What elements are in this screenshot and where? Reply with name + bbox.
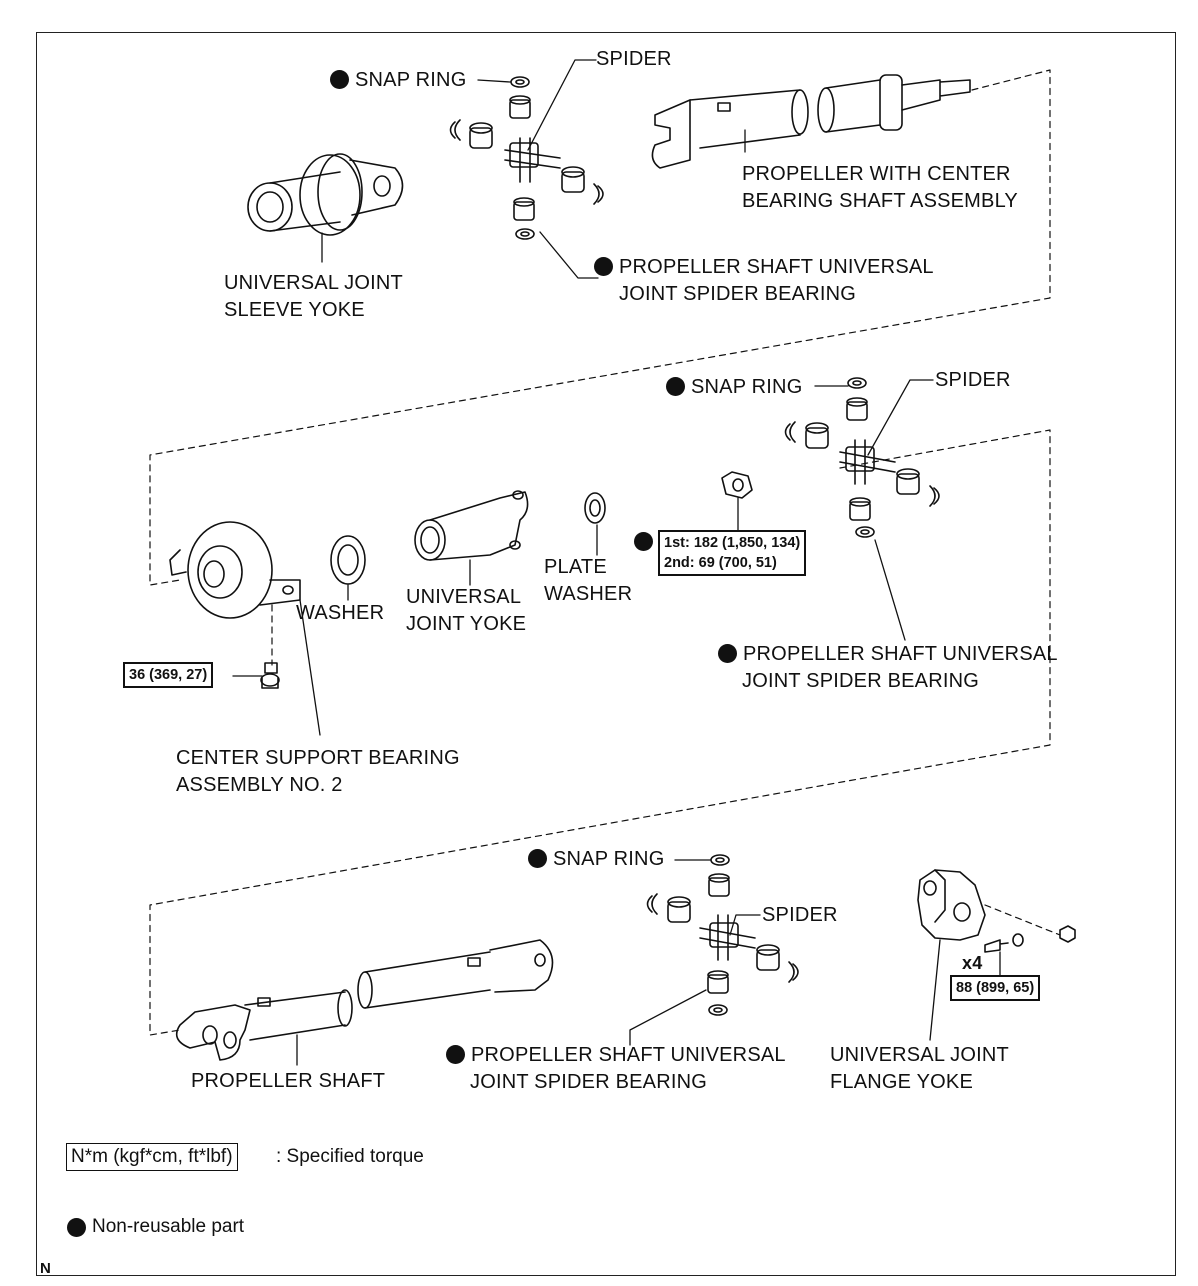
spider-label-top: SPIDER <box>596 48 672 70</box>
flange-bolt-nut-parts <box>984 925 1076 953</box>
plate-washer-part <box>584 492 606 524</box>
legend-nonreusable-marker <box>67 1218 86 1237</box>
snap-ring-label-bottom: SNAP RING <box>528 846 664 873</box>
nonreusable-marker <box>446 1045 465 1064</box>
center-support-label-2: ASSEMBLY NO. 2 <box>176 774 343 796</box>
top-spider-group <box>449 76 604 240</box>
diagram-frame <box>36 32 1176 1276</box>
nut-torque-2nd: 2nd: 69 (700, 51) <box>664 555 777 571</box>
nut-torque-1st: 1st: 182 (1,850, 134) <box>664 535 801 551</box>
spider-bearing-label-bottom-2: JOINT SPIDER BEARING <box>470 1071 708 1093</box>
leader-lines <box>232 59 1001 1066</box>
nut-torque-box: 1st: 182 (1,850, 134) 2nd: 69 (700, 51) <box>658 530 807 576</box>
snap-ring-text: SNAP RING <box>691 376 803 398</box>
spider-bearing-text: PROPELLER SHAFT UNIVERSAL <box>743 643 1058 665</box>
washer-label: WASHER <box>296 602 385 624</box>
center-bolt-torque-box: 36 (369, 27) <box>123 662 214 688</box>
spider-label-middle: SPIDER <box>935 369 1011 391</box>
spider-bearing-label-top-2: JOINT SPIDER BEARING <box>619 283 857 305</box>
nonreusable-marker <box>666 377 685 396</box>
flange-yoke-label-1: UNIVERSAL JOINT <box>830 1044 1009 1066</box>
spider-bearing-text: PROPELLER SHAFT UNIVERSAL <box>471 1044 786 1066</box>
nonreusable-marker-nut <box>634 532 653 551</box>
spider-bearing-text: PROPELLER SHAFT UNIVERSAL <box>619 256 934 278</box>
spider-bearing-label-middle-2: JOINT SPIDER BEARING <box>742 670 980 692</box>
propeller-shaft-part <box>175 939 554 1061</box>
nonreusable-marker <box>330 70 349 89</box>
nonreusable-marker <box>594 257 613 276</box>
legend-torque-text: : Specified torque <box>276 1146 424 1167</box>
sleeve-yoke-label-1: UNIVERSAL JOINT <box>224 272 403 294</box>
center-support-label-1: CENTER SUPPORT BEARING <box>176 747 460 769</box>
propeller-shaft-label: PROPELLER SHAFT <box>191 1070 386 1092</box>
spider-bearing-label-middle-1: PROPELLER SHAFT UNIVERSAL <box>718 641 1058 668</box>
joint-yoke-label-1: UNIVERSAL <box>406 586 522 608</box>
joint-yoke-label-2: JOINT YOKE <box>406 613 527 635</box>
flange-yoke-part <box>917 869 986 941</box>
center-bolt-part <box>260 662 280 689</box>
legend-torque-unit-box: N*m (kgf*cm, ft*lbf) <box>66 1143 238 1171</box>
washer-part <box>330 535 366 585</box>
flange-yoke-label-2: FLANGE YOKE <box>830 1071 973 1093</box>
spider-bearing-label-bottom-1: PROPELLER SHAFT UNIVERSAL <box>446 1042 786 1069</box>
plate-washer-label-2: WASHER <box>544 583 633 605</box>
sleeve-yoke-part <box>247 153 404 236</box>
flange-bolt-torque-box: 88 (899, 65) <box>950 975 1041 1001</box>
corner-mark: N <box>40 1260 52 1277</box>
plate-washer-label-1: PLATE <box>544 556 607 578</box>
legend-nonreusable-text: Non-reusable part <box>92 1216 245 1237</box>
propeller-center-label-2: BEARING SHAFT ASSEMBLY <box>742 190 1018 212</box>
snap-ring-label-top: SNAP RING <box>330 67 466 94</box>
universal-joint-yoke-part <box>414 490 529 561</box>
bottom-spider-group <box>646 854 799 1016</box>
snap-ring-text: SNAP RING <box>355 69 467 91</box>
spider-bearing-label-top-1: PROPELLER SHAFT UNIVERSAL <box>594 254 934 281</box>
spider-label-bottom: SPIDER <box>762 904 838 926</box>
nonreusable-marker <box>718 644 737 663</box>
nonreusable-marker <box>528 849 547 868</box>
sleeve-yoke-label-2: SLEEVE YOKE <box>224 299 365 321</box>
propeller-center-label-1: PROPELLER WITH CENTER <box>742 163 1011 185</box>
flange-nut-part <box>721 471 753 499</box>
snap-ring-text: SNAP RING <box>553 848 665 870</box>
snap-ring-label-middle: SNAP RING <box>666 374 802 401</box>
x4-label: x4 <box>962 953 983 973</box>
propeller-center-shaft-part <box>651 74 971 169</box>
assembly-dashed-lines <box>149 69 1061 1036</box>
center-support-bearing-part <box>169 521 301 619</box>
middle-spider-group <box>784 377 940 538</box>
